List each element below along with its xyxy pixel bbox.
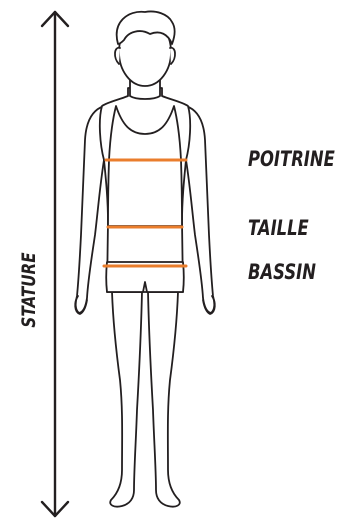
- person-figure: [75, 11, 215, 506]
- hip-label: BASSIN: [248, 260, 316, 284]
- left-leg: [110, 292, 142, 507]
- chest-label: POITRINE: [248, 147, 335, 171]
- height-arrow: [42, 12, 68, 516]
- waist-label: TAILLE: [248, 216, 309, 240]
- right-leg: [148, 292, 180, 507]
- height-label: STATURE: [18, 252, 40, 327]
